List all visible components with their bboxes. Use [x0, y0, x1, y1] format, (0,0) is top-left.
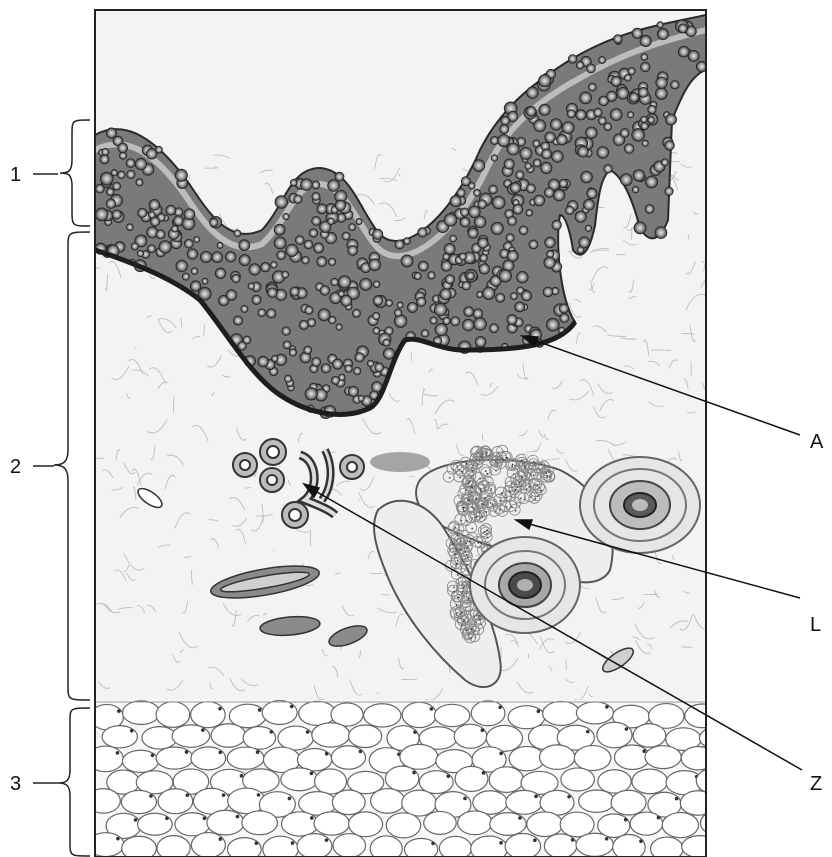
layer-braces [54, 120, 90, 856]
illustration-panel [77, 10, 737, 857]
layer-1-label: 1 [10, 164, 21, 186]
label-z: Z [810, 773, 822, 795]
label-l: L [810, 614, 821, 636]
layer-2-label: 2 [10, 456, 21, 478]
hypodermis-fat-layer [86, 701, 737, 857]
label-a: A [810, 431, 824, 453]
layer-label-ticks [33, 174, 58, 783]
layer-3-label: 3 [10, 773, 21, 795]
